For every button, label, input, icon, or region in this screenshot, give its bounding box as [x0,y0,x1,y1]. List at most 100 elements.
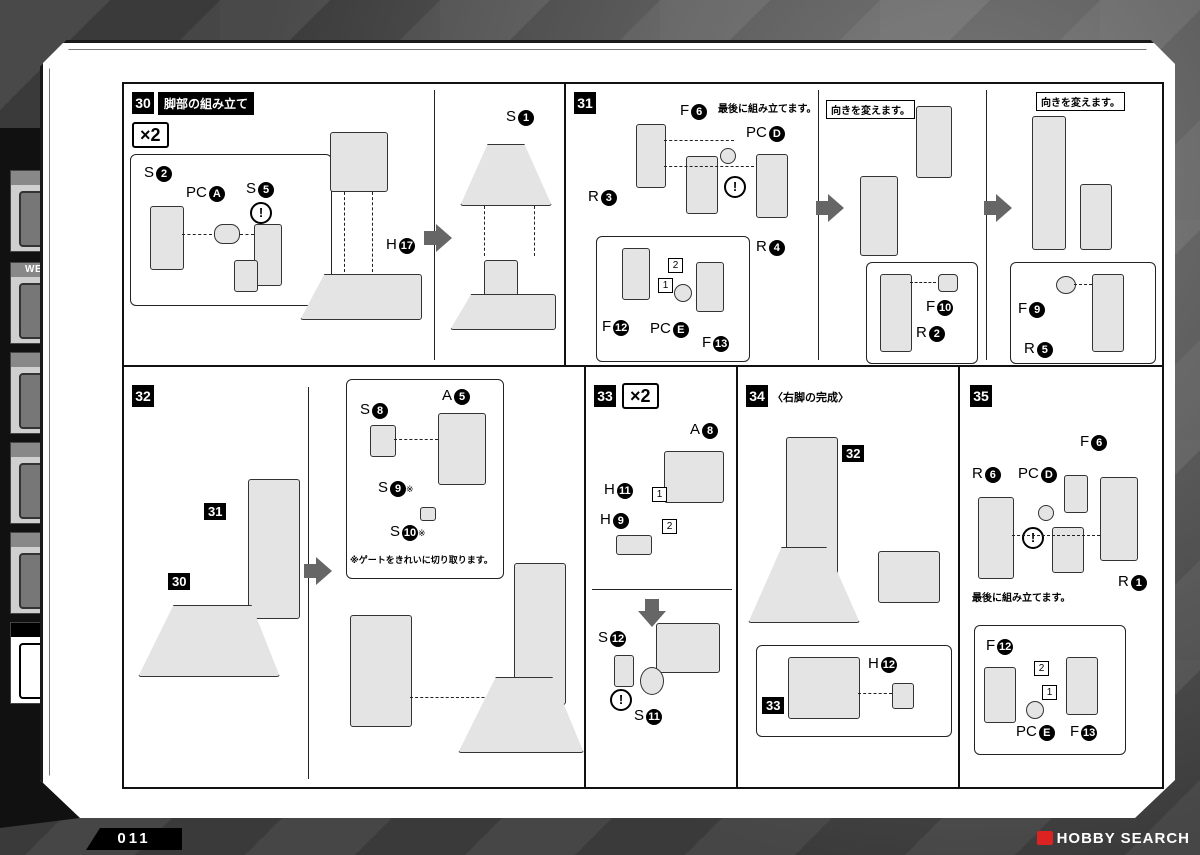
step-order-1: 1 [1042,685,1057,700]
assembly-guide [1074,284,1092,285]
leg-subassembly [916,106,952,178]
part-s12 [614,655,634,687]
step-arrow-icon [984,194,1012,222]
step-number: 33 [594,385,616,407]
part-h9 [616,535,652,555]
note-assemble-last: 最後に組み立てます。 [718,104,817,115]
step-title: 〈右脚の完成〉 [772,392,849,404]
leg-armor-part [350,615,412,727]
leg-assembly [656,623,720,673]
leg-part-s5 [254,224,282,286]
part-s11 [640,667,664,695]
hobby-search-logo: HOBBY SEARCH [1036,830,1190,847]
part-h12 [892,683,914,709]
assembly-guide [394,439,438,440]
note-assemble-last: 最後に組み立てます。 [972,593,1071,604]
step-order-2: 2 [668,258,683,273]
warning-icon: ! [250,202,272,224]
leg-upper-part [330,132,388,192]
leg-subassembly [1080,184,1112,250]
step-arrow-icon [816,194,844,222]
leg-part-f12 [984,667,1016,723]
leg-part-f12 [622,248,650,300]
polycap-d [720,148,736,164]
leg-part-s2 [150,206,184,270]
multiplier-badge: ×2 [132,122,169,148]
leg-part-r4 [756,154,788,218]
warning-icon: ! [1022,527,1044,549]
part-s8 [370,425,396,457]
divider [308,387,309,779]
leg-part-r1 [1100,477,1138,561]
leg-base [748,547,860,623]
assembly-guide [344,192,345,272]
leg-armor-s1 [460,144,552,206]
assembly-guide [858,693,892,694]
assembly-guide [910,282,936,283]
assembly-guide [1012,535,1100,536]
part-f10 [938,274,958,292]
step-ref-31: 31 [204,503,227,520]
step-number: 34 [746,385,768,407]
page-number: 011 [86,828,182,850]
divider [986,90,987,360]
step-number: 32 [132,385,154,407]
step-order-1: 1 [658,278,673,293]
assembly-guide [240,234,254,235]
leg-base-h17 [300,274,422,320]
step-order-2: 2 [1034,661,1049,676]
leg-part-f13 [696,262,724,312]
step-ref-30: 30 [168,573,191,590]
part-f9 [1056,276,1076,294]
step-number: 31 [574,92,596,114]
assembly-guide [664,166,754,167]
assembly-guide [182,234,212,235]
step-arrow-icon [424,224,452,252]
note-cut-gate: ※ゲートをきれいに切り取ります。 [350,555,493,565]
leg-part-r5 [1092,274,1124,352]
warning-icon: ! [724,176,746,198]
part-f6 [1064,475,1088,513]
assembly-guide [534,206,535,256]
step-ref-32: 32 [842,445,865,462]
leg-subassembly-31 [248,479,300,619]
leg-part-f13 [1066,657,1098,715]
leg-core-part [1052,527,1084,573]
step-ref-33: 33 [762,697,785,714]
assembly-guide [410,697,510,698]
leg-part-r6 [978,497,1014,579]
step-number: 35 [970,385,992,407]
logo-mark-icon [1036,831,1053,845]
part-a5 [438,413,486,485]
assembly-guide [664,140,734,141]
